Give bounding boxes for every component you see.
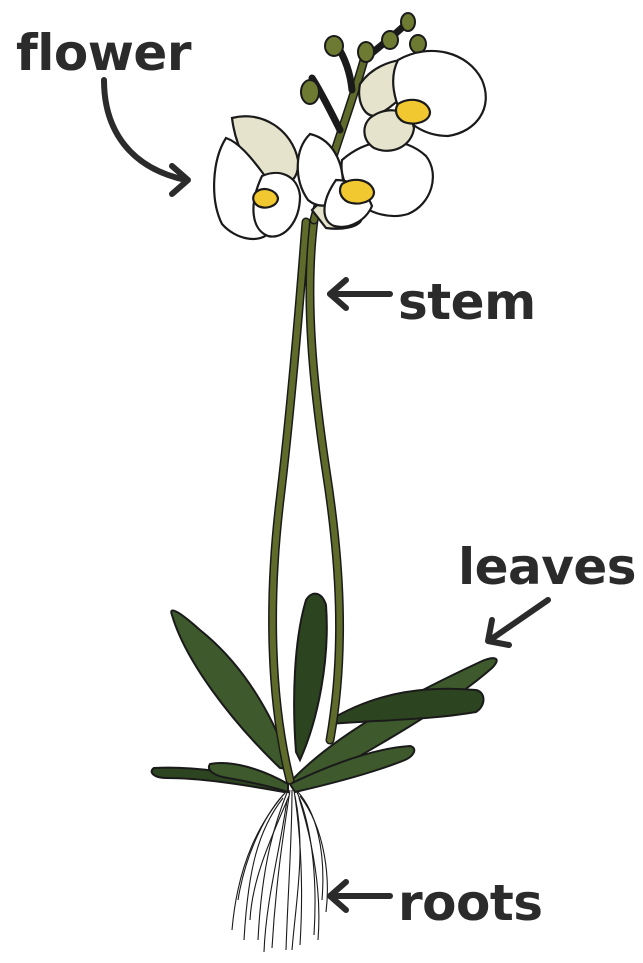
bud — [358, 42, 374, 62]
leaves-label: leaves — [458, 542, 636, 592]
bud — [382, 31, 398, 49]
leaf — [209, 763, 288, 792]
flower-center — [340, 180, 374, 204]
stem-label: stem — [398, 277, 536, 327]
bud — [401, 13, 415, 31]
bud — [325, 36, 343, 56]
flower-center — [396, 100, 430, 124]
root-strand — [296, 790, 315, 935]
leaves-illustration — [152, 594, 497, 792]
roots-illustration — [232, 790, 327, 952]
leaf — [294, 594, 327, 760]
roots-label: roots — [398, 878, 543, 928]
bud — [301, 80, 319, 104]
root-strand — [299, 798, 319, 940]
flower-center — [253, 189, 278, 207]
leaves-arrow — [490, 600, 548, 640]
root-strand — [292, 796, 300, 950]
leaf — [330, 689, 484, 724]
flower-label: flower — [16, 28, 191, 78]
